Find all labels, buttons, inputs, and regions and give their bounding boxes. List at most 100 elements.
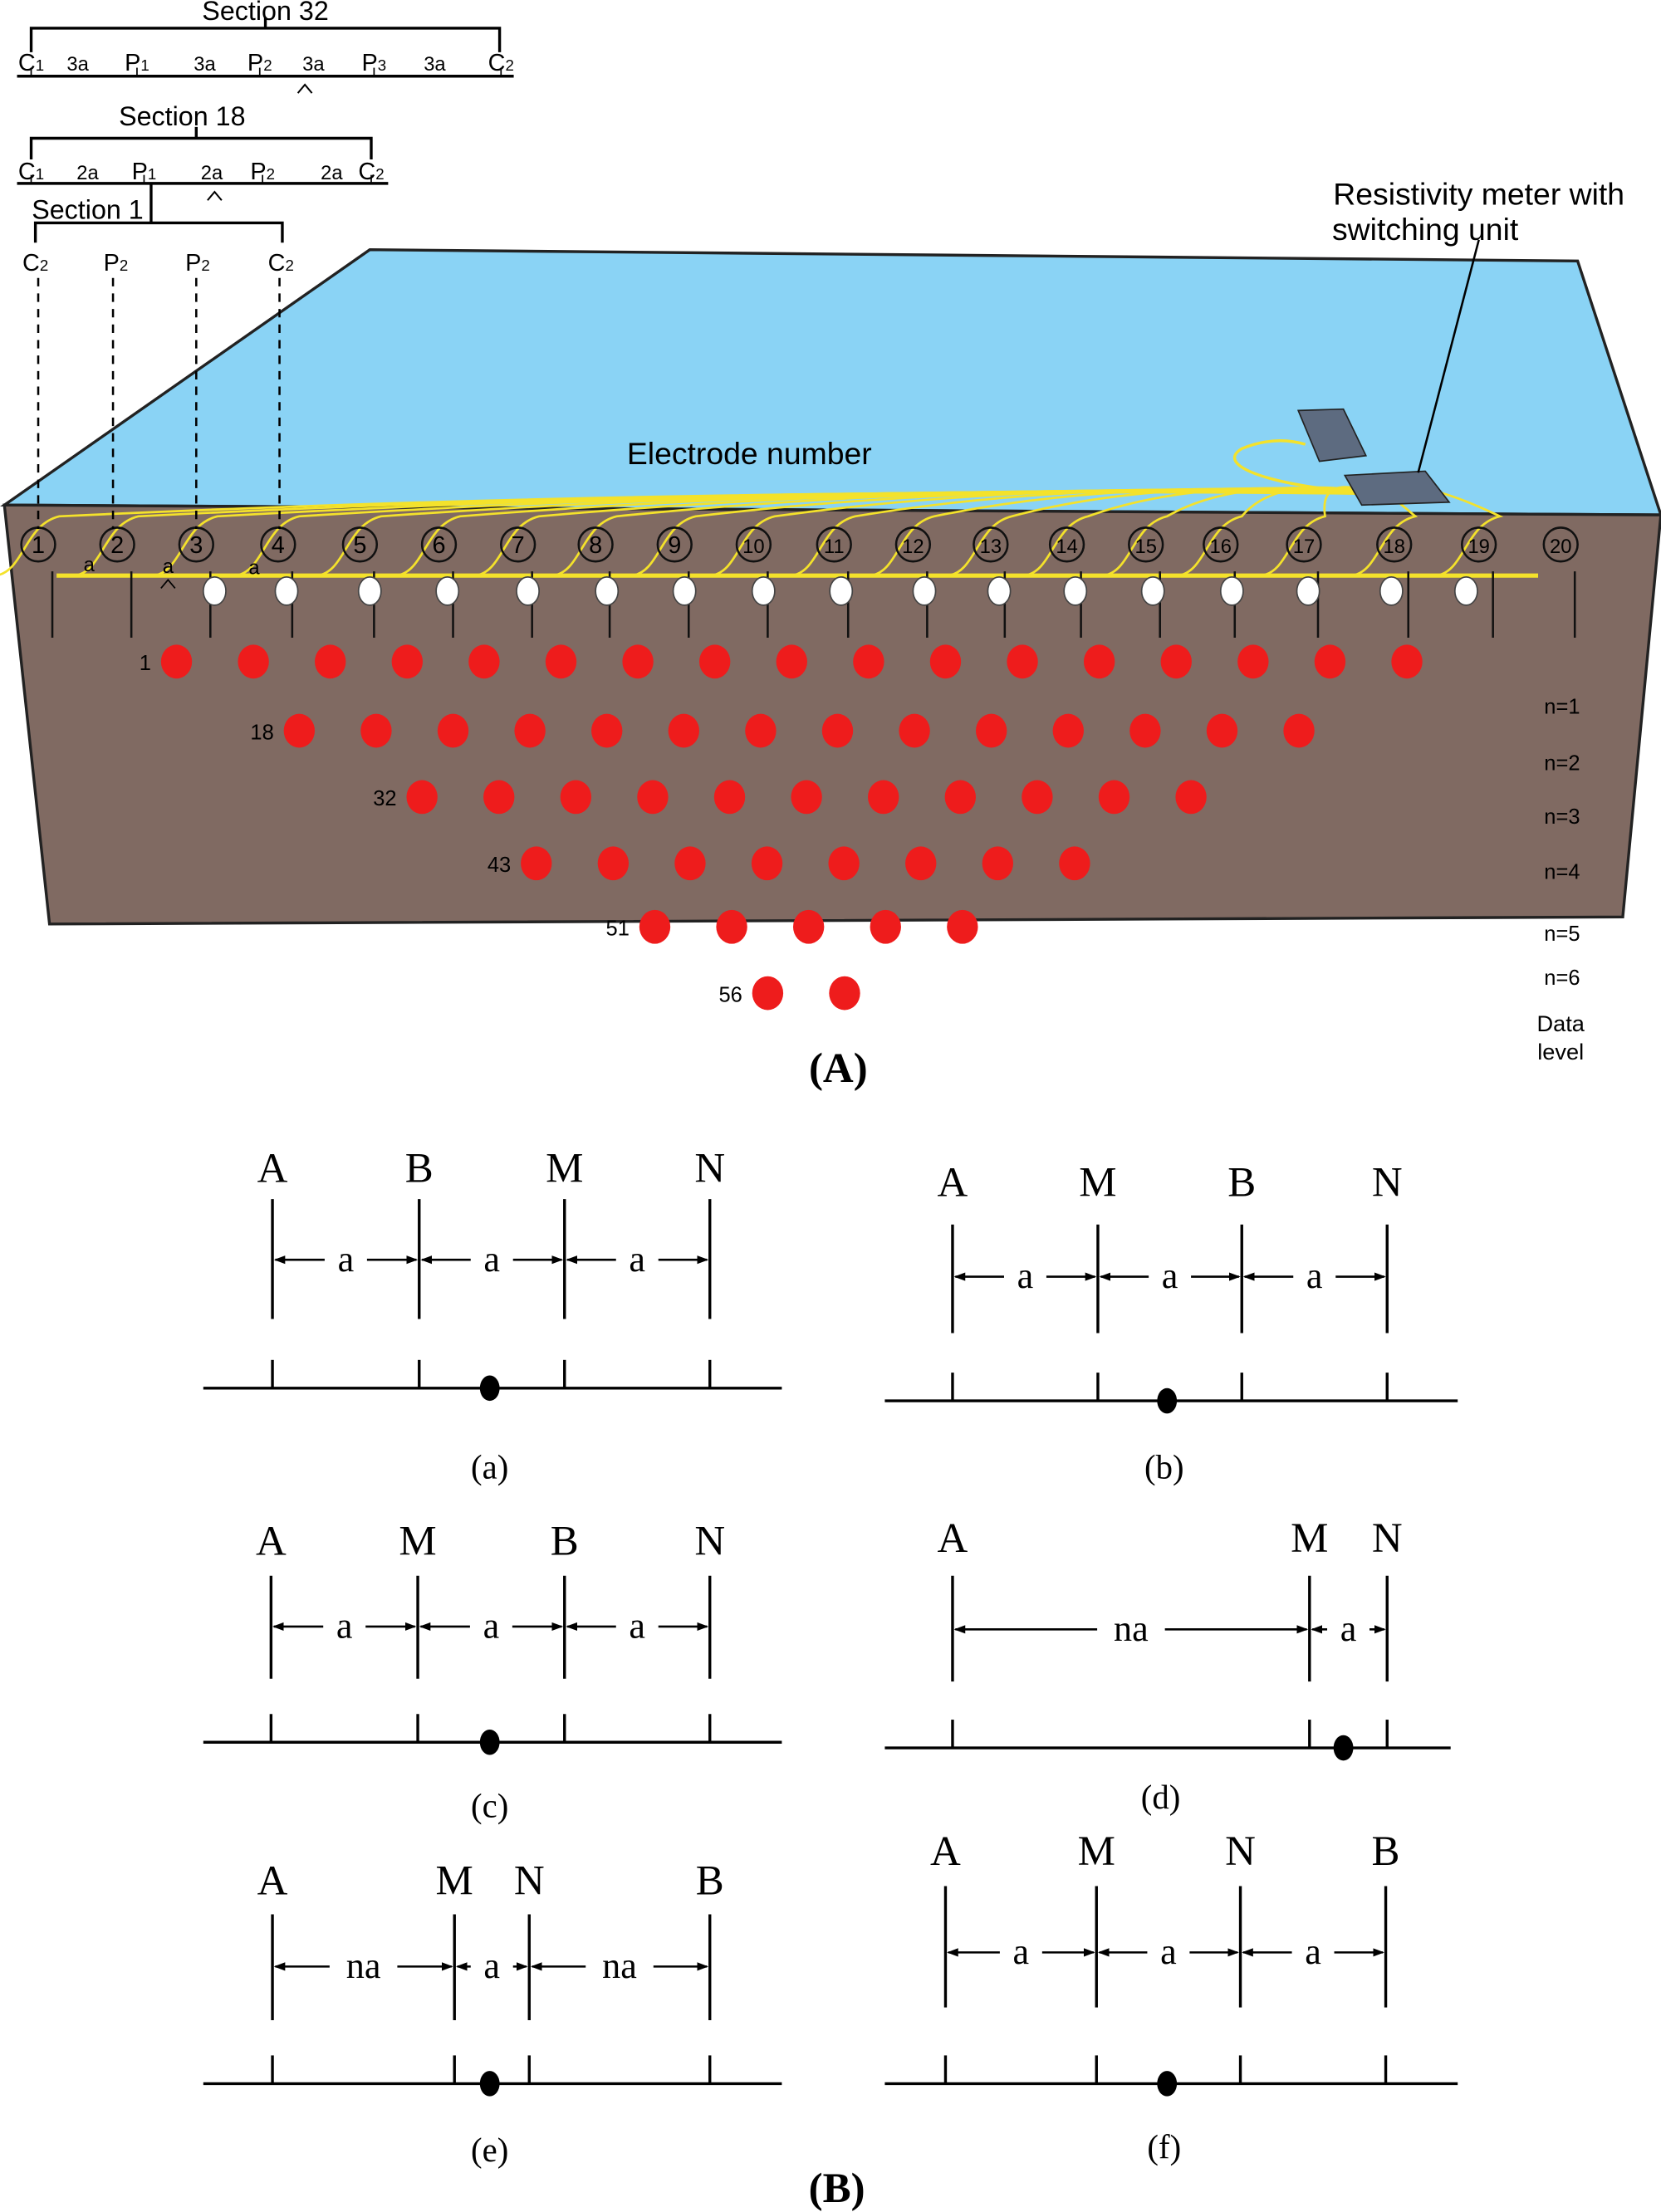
section-1-electrode-label: 2a [321, 162, 343, 184]
electrode-number: 16 [1210, 536, 1232, 558]
datum-point [238, 644, 269, 679]
datum-point [560, 780, 592, 815]
datum-section-label: 56 [718, 983, 742, 1006]
datum-point [947, 909, 978, 944]
datum-section-label: 1 [140, 652, 151, 675]
datum-section-label: 51 [606, 917, 630, 940]
spacing-label: a [1340, 1608, 1357, 1649]
datum-point [1022, 780, 1053, 815]
datum-point [792, 909, 825, 944]
datum-point [1007, 644, 1038, 679]
datum-point [821, 713, 854, 748]
part-b-label: (B) [809, 2166, 865, 2212]
electrode-label-A: A [938, 1515, 968, 1562]
data-level-n1: n=1 [1544, 696, 1580, 719]
datum-point [828, 846, 860, 881]
electrode-label-B: B [1372, 1828, 1400, 1875]
electrode-contact [1379, 576, 1404, 606]
electrode-number: 12 [902, 536, 924, 558]
electrode-number: 14 [1056, 536, 1077, 558]
electrode-number: 18 [1384, 536, 1405, 558]
datum-section-label: 18 [250, 721, 273, 744]
electrode-label-B: B [551, 1518, 579, 1564]
spacing-label: a [629, 1606, 645, 1647]
spacing-label: a [1013, 1931, 1030, 1972]
spacing-label: a [483, 1239, 500, 1280]
electrode-label-N: N [1372, 1160, 1403, 1206]
datum-point [545, 644, 577, 679]
datum-point [982, 846, 1014, 881]
datum-section-label: 32 [373, 787, 396, 810]
electrode-number: 2 [110, 532, 124, 559]
datum-point [944, 780, 976, 815]
measurement-point [1157, 2071, 1178, 2097]
electrode-label-M: M [436, 1858, 473, 1905]
meter-pointer [1417, 239, 1480, 473]
electrode-contact [1140, 576, 1165, 606]
electrode-contact [1296, 576, 1320, 606]
electrode-label-M: M [1078, 1828, 1115, 1875]
datum-point [1083, 644, 1115, 679]
datum-point [1283, 713, 1315, 748]
datum-point [868, 780, 899, 815]
spacing-label: a [483, 1606, 500, 1647]
switching-unit-box [1343, 470, 1451, 507]
electrode-label-M: M [399, 1518, 436, 1564]
electrode-number: 7 [512, 532, 525, 559]
spacing-label: a [338, 1239, 355, 1280]
electrode-contact [829, 576, 854, 606]
electrode-contact [516, 576, 541, 606]
section-2-electrode-label: P2 [185, 250, 210, 276]
datum-point [637, 780, 669, 815]
datum-point [591, 713, 623, 748]
datum-point [360, 713, 392, 748]
meter-label-line2: switching unit [1332, 212, 1519, 247]
section-0-electrode-label: 3a [66, 53, 89, 76]
electrode-marker [1048, 526, 1085, 563]
section-0-electrode-label: 3a [302, 53, 325, 76]
electrode-label-A: A [256, 1518, 287, 1564]
electrode-label-A: A [257, 1146, 288, 1192]
meter-box [1296, 408, 1368, 462]
electrode-marker [1542, 526, 1579, 563]
electrode-label-A: A [257, 1858, 288, 1905]
electrode-number: 11 [824, 536, 845, 558]
electrode-contact [595, 576, 620, 606]
data-level-n2: n=2 [1544, 752, 1580, 776]
electrode-marker [894, 526, 932, 563]
electrode-marker [1128, 526, 1164, 563]
datum-point [853, 644, 884, 679]
datum-point [521, 846, 552, 881]
datum-point [716, 909, 747, 944]
datum-point [829, 976, 860, 1011]
section-0-electrode-label: 3a [194, 53, 216, 76]
electrode-contact [1453, 576, 1478, 606]
datum-point [1391, 644, 1423, 679]
electrode-number: 13 [980, 536, 1002, 558]
electrode-label-N: N [694, 1518, 725, 1564]
datum-point [406, 780, 438, 815]
spacing-label: na [1114, 1608, 1149, 1649]
datum-point [483, 780, 515, 815]
electrode-number: 17 [1293, 536, 1315, 558]
array-caption: (c) [471, 1787, 508, 1824]
datum-point [698, 644, 731, 679]
datum-point [1160, 644, 1192, 679]
meter-label-line1: Resistivity meter with [1333, 176, 1624, 211]
spacing-label: a [1305, 1931, 1321, 1972]
electrode-label-B: B [1227, 1160, 1256, 1206]
datum-point [674, 846, 706, 881]
electrode-contact [435, 576, 460, 606]
data-level-label-1: Data [1537, 1011, 1585, 1036]
measurement-point [479, 2071, 500, 2097]
electrode-label-B: B [405, 1146, 434, 1192]
array-caption: (e) [471, 2131, 508, 2169]
electrode-label-A: A [938, 1160, 968, 1206]
datum-point [776, 644, 807, 679]
electrode-marker [1376, 526, 1413, 563]
measurement-point [1157, 1387, 1178, 1414]
